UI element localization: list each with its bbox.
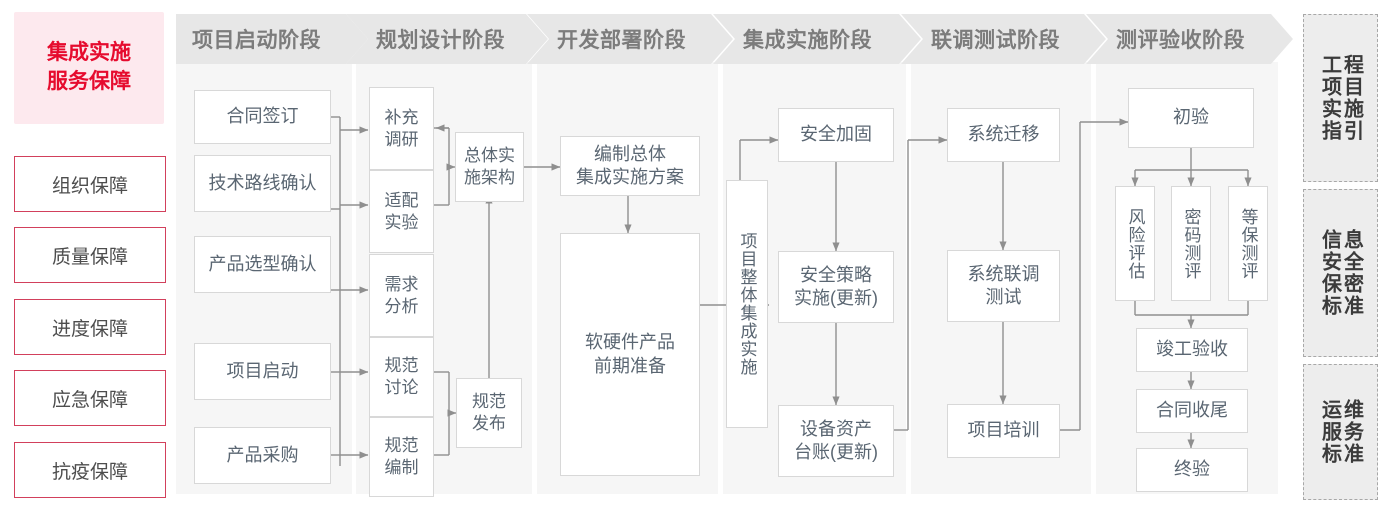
phase-header-label: 联调测试阶段	[931, 29, 1060, 52]
node-security-hardening[interactable]: 安全加固	[778, 108, 894, 162]
phase-header-label: 项目启动阶段	[192, 29, 321, 52]
node-tech-route-confirm[interactable]: 技术路线确认	[194, 155, 331, 212]
node-project-training[interactable]: 项目培训	[947, 404, 1060, 458]
guarantee-title-text: 集成实施 服务保障	[47, 41, 131, 93]
phase-header-ceping[interactable]: 测评验收阶段	[1086, 14, 1293, 64]
node-standard-drafting[interactable]: 规范 编制	[369, 417, 434, 497]
guarantee-item-label: 质量保障	[51, 246, 128, 268]
node-label: 系统联调 测试	[967, 263, 1040, 307]
node-final-acceptance[interactable]: 终验	[1136, 448, 1248, 492]
standard-engineering-guideline[interactable]: 程目施引 工项实指	[1303, 14, 1378, 182]
phase-header-label: 规划设计阶段	[376, 29, 505, 52]
phase-header-kaifa[interactable]: 开发部署阶段	[527, 14, 733, 64]
guarantee-item-organization[interactable]: 组织保障	[14, 156, 166, 212]
node-contract-closeout[interactable]: 合同收尾	[1136, 389, 1248, 433]
node-label: 安全策略 实施(更新)	[794, 264, 878, 308]
node-label: 补充 调研	[384, 107, 419, 149]
node-label: 软硬件产品 前期准备	[585, 332, 675, 376]
node-overall-project-integration[interactable]: 项目整体集成实施	[726, 180, 768, 428]
node-supplementary-research[interactable]: 补充 调研	[369, 87, 434, 170]
node-label: 合同收尾	[1156, 400, 1228, 421]
node-label: 竣工验收	[1156, 339, 1228, 360]
node-label: 设备资产 台账(更新)	[794, 418, 878, 462]
guarantee-item-label: 抗疫保障	[51, 461, 128, 483]
phase-header-qidong[interactable]: 项目启动阶段	[176, 14, 368, 64]
phase-header-label: 测评验收阶段	[1116, 29, 1245, 52]
standard-security-confidentiality[interactable]: 息全密准 信安保标	[1303, 189, 1378, 357]
node-label: 风险评估	[1125, 207, 1145, 280]
node-product-procurement[interactable]: 产品采购	[194, 427, 331, 484]
guarantee-title-card: 集成实施 服务保障	[14, 12, 164, 124]
standard-text-right: 维务准	[1340, 399, 1363, 465]
phase-header-jicheng[interactable]: 集成实施阶段	[713, 14, 921, 64]
node-label: 合同签订	[226, 106, 299, 127]
node-security-policy-implementation[interactable]: 安全策略 实施(更新)	[778, 251, 894, 323]
guarantee-item-epidemic[interactable]: 抗疫保障	[14, 442, 166, 498]
node-label: 等保测评	[1238, 207, 1258, 280]
node-system-migration[interactable]: 系统迁移	[947, 108, 1060, 162]
node-label: 初验	[1173, 107, 1209, 128]
standard-text-left: 信安保标	[1318, 229, 1341, 317]
standard-text-left: 工项实指	[1318, 54, 1341, 142]
node-label: 系统迁移	[967, 124, 1040, 145]
guarantee-item-label: 应急保障	[51, 389, 128, 411]
node-label: 产品采购	[226, 444, 299, 465]
guarantee-item-label: 进度保障	[51, 318, 128, 340]
standard-text-right: 息全密准	[1340, 229, 1363, 317]
node-mlps-evaluation[interactable]: 等保测评	[1228, 186, 1268, 301]
node-label: 技术路线确认	[208, 172, 317, 193]
node-hw-sw-preparation[interactable]: 软硬件产品 前期准备	[560, 233, 700, 476]
phase-header-guihua[interactable]: 规划设计阶段	[346, 14, 548, 64]
node-cryptography-evaluation[interactable]: 密码测评	[1171, 186, 1211, 301]
node-requirement-analysis[interactable]: 需求 分析	[369, 254, 434, 337]
node-label: 项目启动	[226, 360, 299, 381]
node-label: 终验	[1174, 459, 1210, 480]
node-label: 密码测评	[1181, 207, 1201, 280]
standard-text-left: 运服标	[1318, 399, 1341, 465]
node-label: 规范 编制	[384, 436, 419, 477]
node-standard-discussion[interactable]: 规范 讨论	[369, 337, 434, 417]
node-label: 编制总体 集成实施方案	[576, 143, 684, 187]
phase-header-label: 开发部署阶段	[557, 29, 686, 52]
phase-header-liandiao[interactable]: 联调测试阶段	[901, 14, 1106, 64]
node-label: 总体实 施架构	[464, 146, 515, 187]
node-contract-signing[interactable]: 合同签订	[194, 90, 331, 144]
node-label: 规范 发布	[472, 392, 506, 433]
node-overall-implementation-architecture[interactable]: 总体实 施架构	[455, 132, 524, 202]
node-project-kickoff[interactable]: 项目启动	[194, 343, 331, 400]
guarantee-item-quality[interactable]: 质量保障	[14, 227, 166, 283]
node-system-joint-debug-test[interactable]: 系统联调 测试	[947, 250, 1060, 322]
node-completion-acceptance[interactable]: 竣工验收	[1136, 328, 1248, 372]
node-product-selection-confirm[interactable]: 产品选型确认	[194, 236, 331, 293]
node-label: 适配 实验	[384, 190, 419, 232]
node-standard-release[interactable]: 规范 发布	[456, 378, 522, 448]
phase-header-label: 集成实施阶段	[743, 29, 872, 52]
node-label: 规范 讨论	[384, 356, 419, 397]
node-adaptation-experiment[interactable]: 适配 实验	[369, 170, 434, 253]
standard-operations-service[interactable]: 维务准 运服标	[1303, 364, 1378, 500]
node-label: 安全加固	[800, 124, 872, 145]
node-preliminary-acceptance[interactable]: 初验	[1128, 88, 1254, 148]
node-risk-assessment[interactable]: 风险评估	[1115, 186, 1155, 301]
node-overall-integration-plan[interactable]: 编制总体 集成实施方案	[560, 136, 700, 196]
node-label: 项目整体集成实施	[737, 232, 757, 376]
guarantee-item-emergency[interactable]: 应急保障	[14, 370, 166, 426]
node-asset-ledger-update[interactable]: 设备资产 台账(更新)	[778, 405, 894, 477]
guarantee-item-label: 组织保障	[51, 175, 128, 197]
node-label: 产品选型确认	[208, 253, 317, 274]
standard-text-right: 程目施引	[1340, 54, 1363, 142]
guarantee-item-schedule[interactable]: 进度保障	[14, 299, 166, 355]
node-label: 项目培训	[967, 420, 1040, 441]
node-label: 需求 分析	[384, 274, 419, 316]
